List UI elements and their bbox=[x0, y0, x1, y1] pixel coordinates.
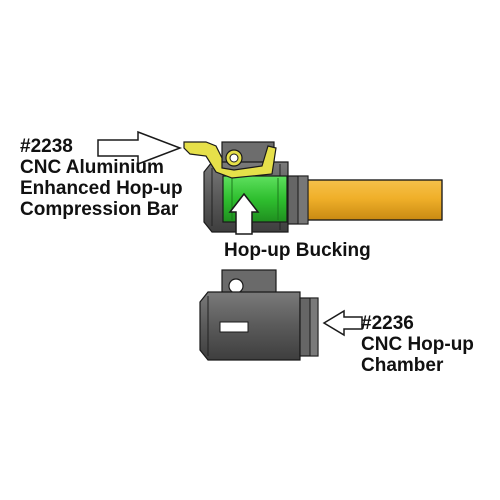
barrel bbox=[287, 179, 443, 221]
compression-bar-label: #2238 CNC Aluminium Enhanced Hop-up Comp… bbox=[20, 136, 183, 220]
hop-up-bucking bbox=[222, 175, 288, 223]
arrow-chamber bbox=[322, 309, 363, 337]
bucking-label-text: Hop-up Bucking bbox=[224, 240, 371, 261]
compression-bar bbox=[183, 141, 277, 179]
chamber-label: #2236 CNC Hop-up Chamber bbox=[361, 313, 474, 376]
arrow-compression-bar bbox=[97, 130, 183, 166]
lower-chamber bbox=[199, 269, 319, 361]
compression-bar-part-number: #2238 bbox=[20, 136, 73, 157]
chamber-part-number: #2236 bbox=[361, 313, 414, 334]
arrow-bucking bbox=[228, 192, 260, 235]
chamber-line1: CNC Hop-up bbox=[361, 334, 474, 355]
compression-bar-line3: Compression Bar bbox=[20, 199, 179, 220]
chamber-line2: Chamber bbox=[361, 355, 444, 376]
compression-bar-line2: Enhanced Hop-up bbox=[20, 178, 183, 199]
bucking-label: Hop-up Bucking bbox=[224, 240, 371, 261]
compression-bar-line1: CNC Aluminium bbox=[20, 157, 164, 178]
